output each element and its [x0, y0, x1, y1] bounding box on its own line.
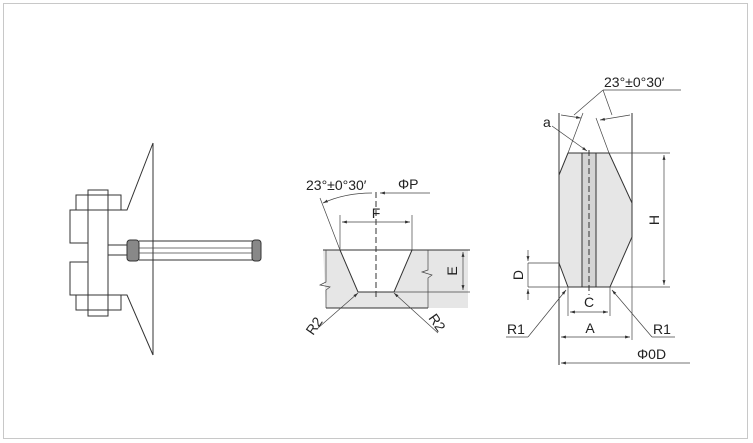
od-label: Φ0D — [637, 346, 666, 362]
ring-gasket-view: 23°±0°30′ a H D C A Φ0D R1 R1 — [506, 74, 690, 365]
d-label: D — [510, 270, 526, 280]
r2-left-label: R2 — [302, 314, 325, 338]
r1-left-label: R1 — [507, 321, 525, 337]
a-dim-label: A — [585, 320, 595, 336]
r2-right-label: R2 — [426, 311, 449, 335]
c-label: C — [584, 294, 594, 310]
r1-right-label: R1 — [653, 321, 671, 337]
a-label: a — [543, 114, 551, 130]
angle-label-ring: 23°±0°30′ — [604, 74, 665, 90]
h-label: H — [646, 215, 662, 225]
phi-p-label: ΦP — [398, 176, 419, 192]
f-label: F — [372, 205, 381, 221]
assembly-view — [69, 142, 262, 356]
groove-section-view: F E 23°±0°30′ ΦP R2 R2 — [302, 176, 470, 338]
drawing-frame — [3, 3, 748, 439]
e-label: E — [444, 266, 460, 275]
angle-label-groove: 23°±0°30′ — [306, 177, 367, 193]
